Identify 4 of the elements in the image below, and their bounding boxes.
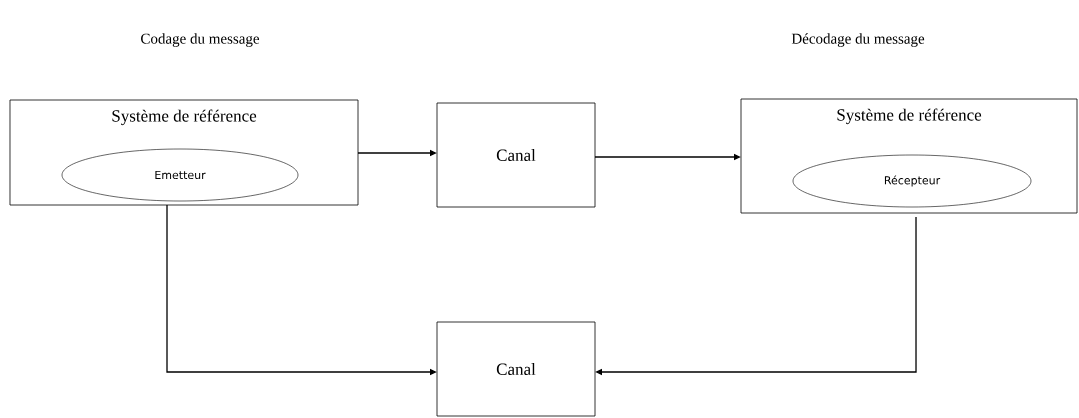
channel-box: Canal: [436, 321, 596, 417]
channel-box: Canal: [436, 102, 596, 208]
heading-text: Codage du message: [141, 33, 260, 47]
heading-text: Décodage du message: [791, 33, 925, 47]
